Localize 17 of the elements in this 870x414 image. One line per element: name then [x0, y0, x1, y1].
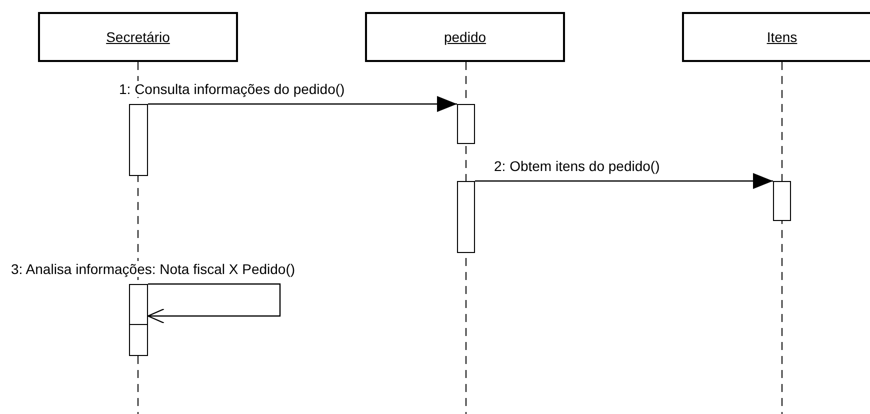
- activation-bar: [773, 181, 791, 221]
- object-name: Secretário: [106, 29, 170, 45]
- message-arrow: [148, 96, 457, 112]
- self-message-arrow: [147, 283, 281, 324]
- activation-bar: [129, 284, 148, 356]
- message-label: 3: Analisa informações: Nota fiscal X Pedido(): [10, 261, 296, 277]
- message-arrow: [475, 173, 773, 189]
- lifeline-head: [365, 12, 565, 62]
- object-name: pedido: [444, 29, 486, 45]
- object-name: Itens: [766, 29, 798, 45]
- lifeline-head: [682, 12, 870, 62]
- message-label: 1: Consulta informações do pedido(): [118, 81, 346, 97]
- activation-bar: [129, 104, 148, 176]
- activation-bar: [457, 181, 475, 253]
- message-label: 2: Obtem itens do pedido(): [493, 158, 661, 174]
- lifeline-head: [38, 12, 238, 62]
- activation-bar: [457, 104, 475, 144]
